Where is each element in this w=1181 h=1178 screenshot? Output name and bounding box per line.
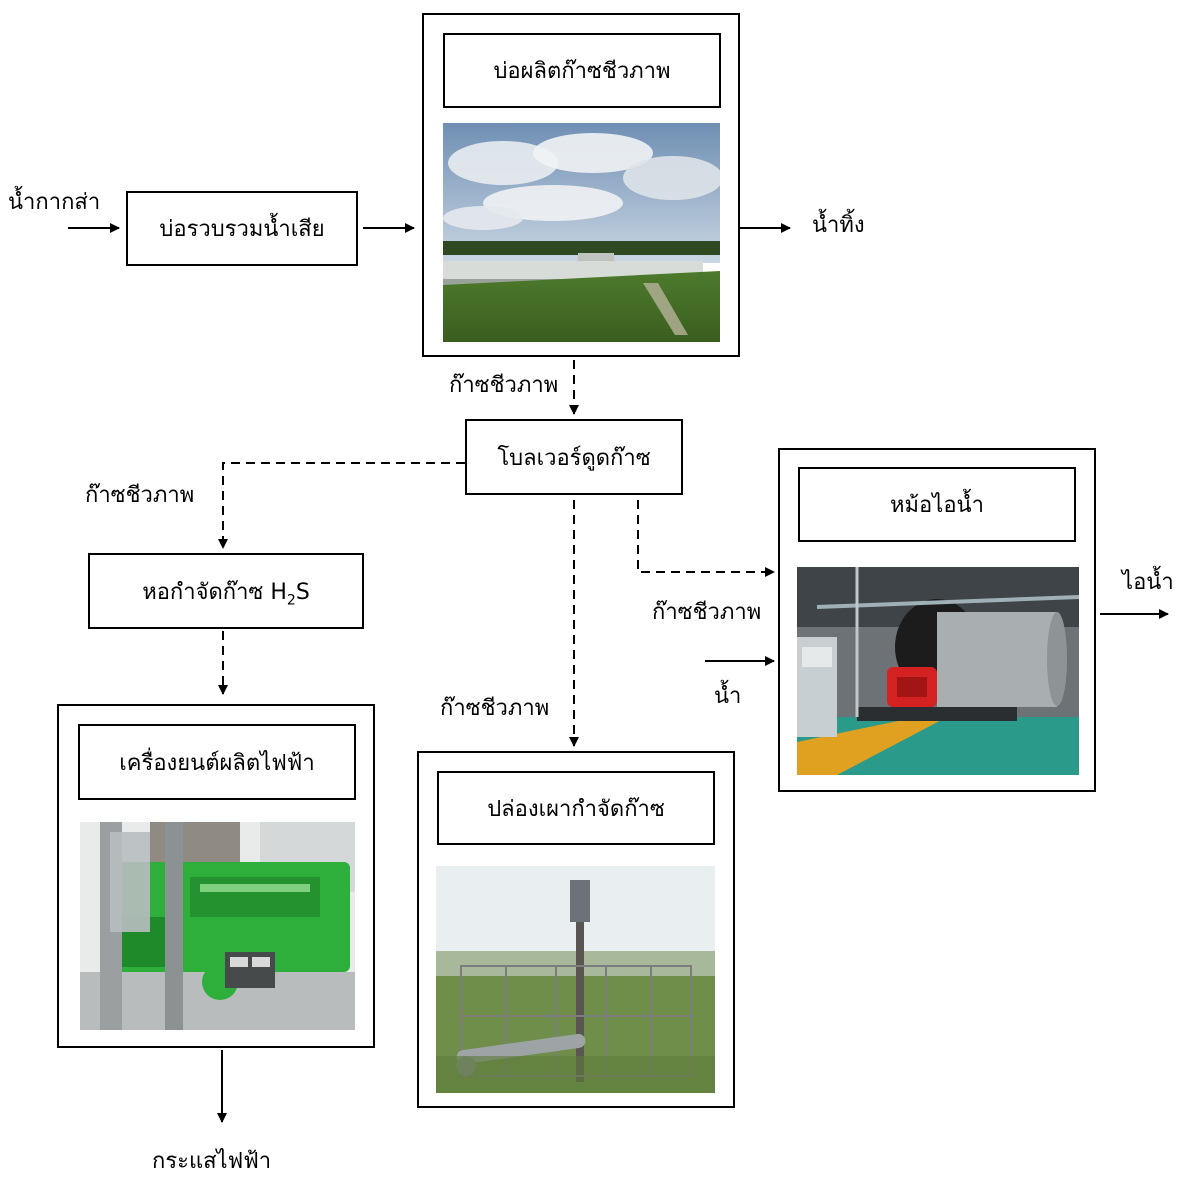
covered-lagoon-photo [443, 123, 720, 342]
biogas-pond-title-box: บ่อผลิตก๊าซชีวภาพ [443, 33, 721, 108]
collection-pond-box: บ่อรวบรวมน้ำเสีย [126, 191, 358, 266]
gas-engine-generator-photo [80, 822, 355, 1030]
flare-stack-photo [436, 866, 715, 1093]
boiler-title-box: หม้อไอน้ำ [798, 467, 1076, 542]
label-input-residue: น้ำกากส่า [8, 190, 101, 215]
label-water-in: น้ำ [714, 684, 742, 709]
steam-boiler-photo [797, 567, 1079, 775]
h2s-scrubber-box: หอกำจัดก๊าซ H2S [88, 553, 364, 629]
arrow-blower-to-scrubber [218, 462, 465, 549]
collection-pond-label: บ่อรวบรวมน้ำเสีย [159, 217, 325, 242]
biogas-pond-title: บ่อผลิตก๊าซชีวภาพ [493, 59, 671, 84]
label-electricity-out: กระแสไฟฟ้า [152, 1149, 272, 1174]
label-biogas-to-boiler: ก๊าซชีวภาพ [652, 600, 762, 625]
label-biogas-to-flare: ก๊าซชีวภาพ [440, 696, 550, 721]
label-steam-out: ไอน้ำ [1122, 570, 1174, 595]
label-biogas-from-pond: ก๊าซชีวภาพ [449, 373, 559, 398]
flare-title: ปล่องเผากำจัดก๊าซ [487, 796, 665, 822]
generator-title: เครื่องยนต์ผลิตไฟฟ้า [119, 750, 315, 776]
label-biogas-to-scrubber: ก๊าซชีวภาพ [85, 483, 195, 508]
flare-title-box: ปล่องเผากำจัดก๊าซ [437, 771, 715, 845]
h2s-scrubber-label: หอกำจัดก๊าซ H2S [142, 579, 310, 608]
boiler-title: หม้อไอน้ำ [890, 493, 984, 518]
blower-label: โบลเวอร์ดูดก๊าซ [497, 445, 651, 471]
label-wastewater-out: น้ำทิ้ง [812, 213, 865, 238]
blower-box: โบลเวอร์ดูดก๊าซ [465, 419, 683, 495]
arrow-blower-to-boiler [637, 500, 775, 577]
generator-title-box: เครื่องยนต์ผลิตไฟฟ้า [78, 724, 356, 800]
